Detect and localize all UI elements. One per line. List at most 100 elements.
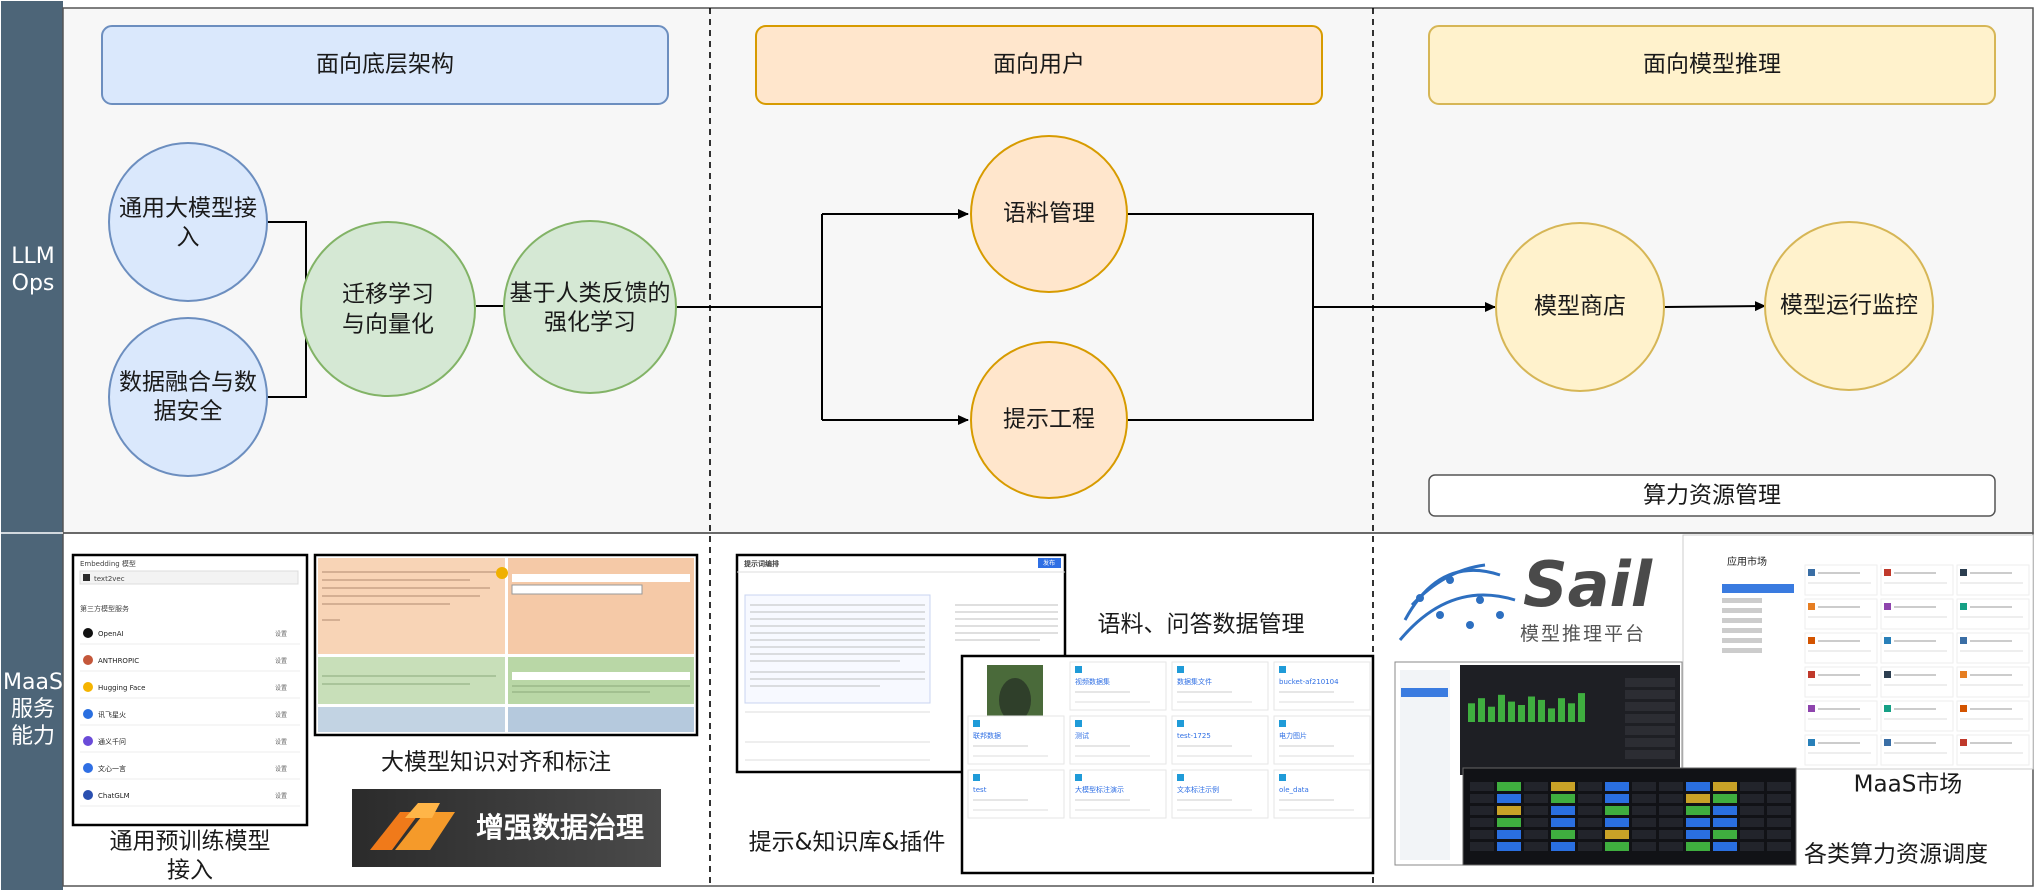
provider-settings-link[interactable]: 设置 — [275, 792, 287, 800]
gpu-table-cell — [1578, 830, 1602, 839]
market-app-tile[interactable] — [1956, 734, 2030, 766]
market-screenshot: 应用市场 — [1682, 534, 2034, 770]
market-app-tile[interactable] — [1880, 632, 1954, 664]
dataset-card-title: 文本标注示例 — [1177, 785, 1219, 794]
gpu-usage-bar — [1558, 698, 1565, 722]
caption-market: MaaS市场 — [1854, 772, 1963, 798]
gpu-table-cell — [1713, 818, 1737, 827]
provider-settings-link[interactable]: 设置 — [275, 657, 287, 665]
market-app-icon — [1808, 739, 1815, 746]
provider-name: 通义千问 — [98, 737, 126, 746]
header-infra: 面向底层架构 — [101, 25, 669, 105]
market-app-tile[interactable] — [1956, 700, 2030, 732]
side-label-maas-line3: 能力 — [11, 724, 55, 749]
dataset-icon — [1279, 666, 1286, 673]
market-app-icon — [1808, 569, 1815, 576]
gpu-table-cell — [1767, 818, 1791, 827]
provider-name: ANTHROPIC — [98, 657, 139, 665]
dataset-card[interactable] — [967, 715, 1065, 765]
market-app-tile[interactable] — [1880, 564, 1954, 596]
provider-settings-link[interactable]: 设置 — [275, 711, 287, 719]
market-app-tile[interactable] — [1804, 598, 1878, 630]
gpu-table-cell — [1578, 794, 1602, 803]
dataset-card[interactable] — [1171, 715, 1269, 765]
dataset-card[interactable] — [967, 769, 1065, 819]
gpu-table-cell — [1713, 782, 1737, 791]
data-governance-banner: 增强数据治理 — [352, 789, 661, 867]
node-transfer-line1: 迁移学习 — [342, 282, 434, 308]
market-app-icon — [1884, 739, 1891, 746]
gpu-usage-bar — [1508, 701, 1515, 722]
dataset-card[interactable] — [1273, 715, 1371, 765]
market-app-tile[interactable] — [1956, 666, 2030, 698]
market-app-tile[interactable] — [1804, 700, 1878, 732]
gpu-table-cell — [1686, 818, 1710, 827]
market-app-icon — [1808, 603, 1815, 610]
dataset-card[interactable] — [1171, 769, 1269, 819]
market-app-tile[interactable] — [1880, 734, 1954, 766]
gpu-table-cell — [1686, 794, 1710, 803]
gpu-table-cell — [1767, 794, 1791, 803]
gpu-table-cell — [1767, 830, 1791, 839]
gpu-table-cell — [1551, 842, 1575, 851]
dataset-card-title: test — [973, 786, 987, 794]
dataset-card-title: 数据集文件 — [1177, 677, 1212, 686]
market-app-tile[interactable] — [1956, 632, 2030, 664]
dataset-card-title: 视频数据集 — [1075, 677, 1110, 686]
dataset-card[interactable] — [1273, 769, 1371, 819]
gpu-stat-row — [1625, 714, 1675, 723]
prompt-panel-title: 提示词编排 — [743, 559, 779, 568]
gpu-table-cell — [1578, 782, 1602, 791]
gpu-table-cell — [1632, 782, 1656, 791]
dataset-card-title: 大模型标注演示 — [1075, 785, 1124, 794]
market-app-tile[interactable] — [1956, 598, 2030, 630]
gpu-table-cell — [1497, 818, 1521, 827]
provider-settings-link[interactable]: 设置 — [275, 738, 287, 746]
gpu-table-cell — [1551, 830, 1575, 839]
gpu-table-cell — [1524, 782, 1548, 791]
side-label-llmops-line1: LLM — [11, 244, 55, 269]
provider-settings-link[interactable]: 设置 — [275, 630, 287, 638]
market-app-tile[interactable] — [1804, 734, 1878, 766]
node-rlhf: 基于人类反馈的 强化学习 — [503, 220, 677, 394]
market-app-tile[interactable] — [1956, 564, 2030, 596]
node-llm-access-line1: 通用大模型接 — [119, 196, 257, 222]
dataset-card[interactable] — [1069, 661, 1167, 711]
market-app-tile[interactable] — [1804, 564, 1878, 596]
dataset-card-title: 联邦数据 — [973, 731, 1001, 740]
dataset-card[interactable] — [1069, 715, 1167, 765]
side-label-llmops-line2: Ops — [12, 271, 55, 296]
banner-label: 增强数据治理 — [476, 811, 644, 844]
compute-management-label: 算力资源管理 — [1643, 483, 1781, 509]
provider-logo-icon — [83, 790, 93, 800]
node-prompt-label: 提示工程 — [1003, 407, 1095, 433]
gpu-table-cell — [1767, 806, 1791, 815]
dataset-card-title: 电力图片 — [1279, 731, 1307, 740]
provider-settings-link[interactable]: 设置 — [275, 684, 287, 692]
gpu-table-cell — [1524, 794, 1548, 803]
market-app-tile[interactable] — [1804, 666, 1878, 698]
gpu-table-cell — [1686, 842, 1710, 851]
gpu-table-cell — [1605, 830, 1629, 839]
gpu-table-cell — [1686, 782, 1710, 791]
provider-settings-link[interactable]: 设置 — [275, 765, 287, 773]
market-app-tile[interactable] — [1880, 700, 1954, 732]
dataset-icon — [1177, 774, 1184, 781]
node-rlhf-line1: 基于人类反馈的 — [510, 281, 671, 307]
dataset-card-title: bucket-af210104 — [1279, 678, 1339, 686]
gpu-stat-row — [1625, 690, 1675, 699]
market-app-tile[interactable] — [1804, 632, 1878, 664]
gpu-stat-row — [1625, 702, 1675, 711]
gpu-table-cell — [1659, 842, 1683, 851]
dataset-icon — [1279, 774, 1286, 781]
gpu-table-cell — [1686, 830, 1710, 839]
market-app-tile[interactable] — [1880, 598, 1954, 630]
gpu-table-cell — [1632, 830, 1656, 839]
market-app-tile[interactable] — [1880, 666, 1954, 698]
dataset-card[interactable] — [1171, 661, 1269, 711]
dataset-card[interactable] — [1273, 661, 1371, 711]
dataset-card[interactable] — [1069, 769, 1167, 819]
gpu-table-cell — [1578, 806, 1602, 815]
gpu-usage-bar — [1468, 703, 1475, 722]
